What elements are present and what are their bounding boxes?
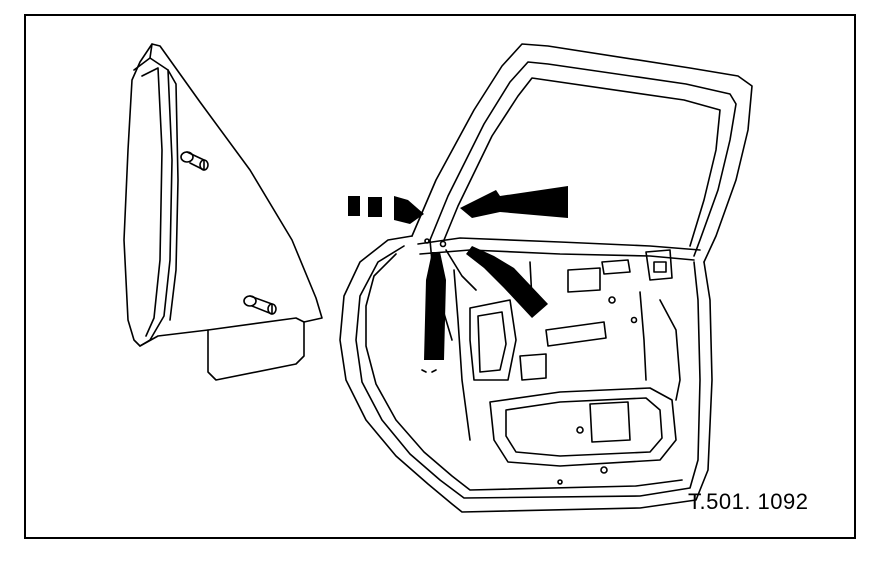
rear-door-icon <box>339 43 753 513</box>
clip-icon <box>243 295 277 315</box>
pointer-arrow-dashes <box>421 369 437 373</box>
triangular-trim-panel-icon <box>123 43 323 381</box>
pointer-arrow-icon <box>348 186 568 360</box>
clip-icon <box>180 151 209 171</box>
figure-reference-code: T.501. 1092 <box>688 489 809 514</box>
